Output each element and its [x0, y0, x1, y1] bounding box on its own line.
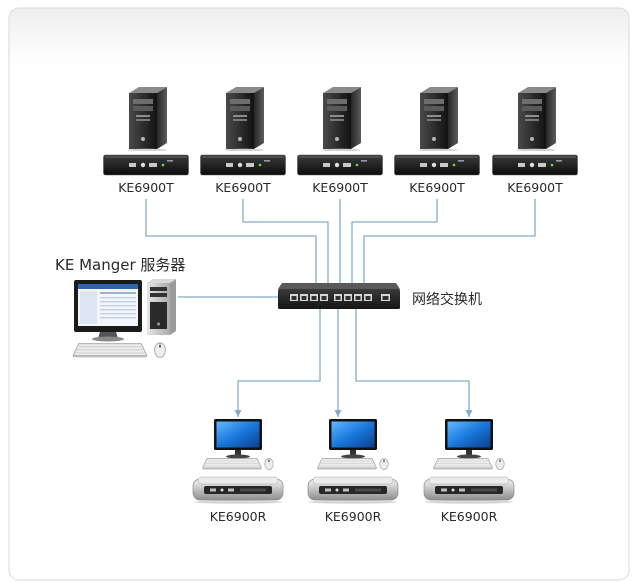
keyboard-icon: [433, 458, 493, 470]
pc-tower-icon: [224, 87, 264, 151]
connector-line: [355, 309, 473, 417]
server-monitor-icon: [74, 280, 142, 342]
transmitter-unit-icon: [103, 154, 189, 176]
transmitter-row: KE6900T KE6900T KE6900T KE6900T KE6900T: [103, 87, 578, 195]
transmitter-label: KE6900T: [312, 180, 368, 195]
receiver-unit-icon: [423, 476, 515, 504]
receiver-label: KE6900R: [325, 509, 382, 524]
mouse-icon: [379, 457, 389, 470]
connector-line: [145, 199, 317, 283]
switch-label: 网络交换机: [412, 291, 482, 308]
connector-line: [242, 199, 329, 283]
keyboard-icon: [317, 458, 377, 470]
transmitter-label: KE6900T: [507, 180, 563, 195]
downlink-connectors: [234, 309, 473, 417]
transmitter-label: KE6900T: [118, 180, 174, 195]
mouse-icon: [264, 457, 274, 470]
mouse-icon: [495, 457, 505, 470]
receiver-unit-icon: [307, 476, 399, 504]
server-mouse-icon: [154, 342, 166, 358]
receiver-row: KE6900R KE6900R KE6900R: [192, 419, 515, 524]
transmitter-label: KE6900T: [409, 180, 465, 195]
keyboard-icon: [202, 458, 262, 470]
network-switch-icon: [278, 283, 400, 309]
connector-line: [234, 309, 321, 417]
receiver-label: KE6900R: [441, 509, 498, 524]
pc-tower-icon: [321, 87, 361, 151]
transmitter-unit-icon: [394, 154, 480, 176]
pc-tower-icon: [127, 87, 167, 151]
server-keyboard-icon: [72, 343, 148, 358]
transmitter-unit-icon: [200, 154, 286, 176]
uplink-connectors: [145, 199, 536, 298]
transmitter-unit-icon: [492, 154, 578, 176]
transmitter-label: KE6900T: [215, 180, 271, 195]
receiver-label: KE6900R: [210, 509, 267, 524]
receiver-unit-icon: [192, 476, 284, 504]
connector-line: [351, 199, 438, 283]
pc-tower-icon: [418, 87, 458, 151]
transmitter-unit-icon: [297, 154, 383, 176]
pc-tower-icon: [516, 87, 556, 151]
server-label: KE Manger 服务器: [55, 256, 185, 274]
server-tower-icon: [147, 279, 176, 335]
connector-line: [363, 199, 536, 283]
server-station: KE Manger 服务器: [55, 256, 185, 358]
